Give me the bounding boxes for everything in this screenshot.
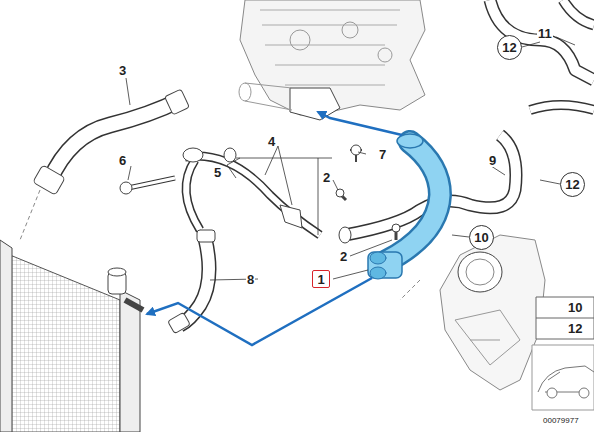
line-art (128, 166, 131, 180)
line-art (186, 160, 200, 230)
line-art (120, 290, 140, 432)
line-art (536, 318, 594, 319)
line-art (245, 83, 292, 110)
line-art (108, 268, 126, 276)
line-art (10, 255, 120, 432)
line-art (224, 148, 236, 162)
callout-number: 6 (118, 154, 127, 167)
line-art (385, 142, 440, 262)
line-art (50, 100, 180, 180)
line-art (351, 145, 361, 155)
line-art (120, 182, 132, 194)
callout-number: 11 (537, 27, 553, 40)
callout-number: 10 (474, 231, 488, 244)
line-art (490, 0, 594, 80)
line-art (168, 312, 191, 333)
callout-number: 2 (322, 171, 331, 184)
line-art (563, 0, 594, 25)
drawing-number: 00079977 (542, 417, 580, 425)
line-art (370, 267, 386, 279)
line-art (260, 10, 400, 85)
line-art (197, 230, 215, 242)
line-art (522, 42, 540, 47)
callout-number: 12 (565, 178, 579, 191)
line-art (368, 134, 440, 279)
line-art (333, 180, 338, 190)
line-art (185, 156, 320, 235)
line-art (33, 165, 66, 195)
line-art (440, 235, 545, 390)
callout-number: 4 (267, 135, 276, 148)
line-art (547, 388, 557, 398)
callout-number: 1 (317, 273, 324, 286)
line-art (556, 37, 575, 45)
line-art (358, 152, 366, 154)
callout-number: 9 (488, 154, 497, 167)
line-art (333, 270, 368, 279)
callout-number: 3 (118, 64, 127, 77)
line-art (458, 252, 502, 292)
line-art (339, 227, 351, 243)
line-art (563, 0, 594, 25)
line-art (183, 148, 203, 162)
line-art (126, 78, 130, 105)
line-art (530, 105, 594, 110)
callout-box: 1 (312, 270, 330, 288)
line-art (185, 156, 320, 235)
line-art (125, 300, 143, 310)
line-art (290, 30, 310, 50)
callout-number: 12 (567, 322, 583, 335)
line-art (392, 224, 400, 232)
line-art (342, 22, 358, 38)
line-art (128, 178, 175, 188)
line-art (536, 297, 594, 339)
line-art (385, 142, 440, 262)
callout-number: 7 (378, 148, 387, 161)
line-art (290, 88, 340, 120)
line-art (227, 158, 240, 178)
line-art (147, 112, 402, 345)
line-art (378, 48, 392, 62)
callout-circle: 12 (560, 172, 585, 197)
callout-number: 10 (567, 301, 583, 314)
line-art (0, 240, 12, 432)
line-art (368, 252, 402, 278)
line-art (147, 278, 372, 345)
callout-number: 5 (213, 166, 222, 179)
line-art (239, 83, 251, 101)
callout-circle: 12 (497, 35, 522, 60)
line-art (370, 252, 386, 264)
line-art (455, 310, 520, 365)
line-art (466, 259, 494, 285)
line-art (490, 0, 594, 80)
line-art (236, 158, 332, 235)
line-art (50, 100, 180, 180)
line-art (579, 388, 589, 398)
line-art (128, 178, 175, 188)
callout-number: 2 (339, 250, 348, 263)
line-art (350, 240, 392, 256)
line-art (165, 89, 190, 115)
line-art (280, 205, 302, 228)
line-art (530, 105, 594, 110)
line-art (540, 180, 560, 184)
line-art (318, 112, 402, 135)
line-art (186, 160, 200, 230)
callout-number: 12 (502, 41, 516, 54)
line-art (265, 146, 292, 205)
line-art (397, 134, 423, 148)
callout-number: 8 (246, 273, 255, 286)
line-art (336, 189, 344, 197)
line-art (532, 345, 594, 410)
line-art (452, 235, 469, 237)
callout-circle: 10 (469, 225, 494, 250)
line-art (126, 37, 575, 280)
